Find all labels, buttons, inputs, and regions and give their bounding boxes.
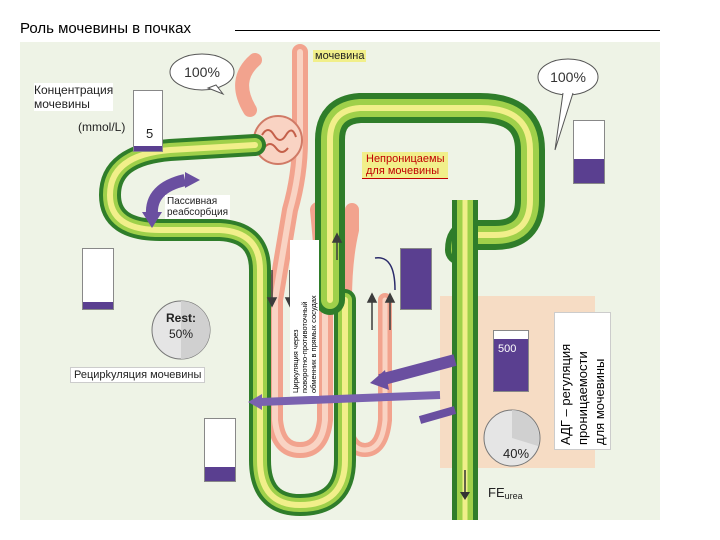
- title-underline: [235, 30, 660, 31]
- fe-urea-subscript: urea: [504, 491, 523, 501]
- loop-gauge: [204, 418, 236, 482]
- distal-gauge: [573, 120, 605, 184]
- glomerulus-callout: 100%: [169, 53, 235, 96]
- glomerulus: [253, 115, 303, 165]
- circulation-arc: [374, 257, 396, 291]
- plasma-gauge: [133, 90, 163, 152]
- proximal-gauge: [82, 248, 114, 310]
- impermeable-label: Непроницаемы для мочевины: [362, 152, 449, 179]
- fe-urea-label: FEurea: [488, 470, 523, 501]
- plasma-value: 5: [146, 126, 154, 141]
- page-title: Роль мочевины в почках: [20, 20, 191, 37]
- passive-reabsorption-arrow: [142, 172, 200, 228]
- plasma-gauge-fill: [134, 146, 162, 151]
- concentration-unit: (mmol/L): [78, 120, 126, 134]
- ascending-gauge: [400, 248, 432, 310]
- glomerulus-percent: 100%: [184, 64, 220, 80]
- distal-gauge-fill: [574, 159, 604, 183]
- rest-percent: 50%: [169, 327, 193, 341]
- recirculation-label: Рецирkуляция мочевины: [70, 367, 206, 383]
- fe-pie: 40%: [483, 409, 541, 467]
- recirculation-arrow: [248, 354, 457, 424]
- rest-pie: Rest: 50%: [151, 300, 211, 360]
- medulla-gauge: 500: [493, 330, 529, 392]
- concentration-label: Концентрация мочевины: [34, 83, 114, 111]
- adh-label: АДГ – регуляция проницаемости для мочеви…: [554, 312, 611, 450]
- proximal-tubule: [98, 134, 356, 517]
- medulla-value: 500: [498, 343, 517, 355]
- vasa-recta-label: Циркуляция через поворотно-противоточный…: [290, 240, 319, 396]
- proximal-gauge-fill: [83, 302, 113, 309]
- fe-urea-prefix: FE: [488, 485, 505, 500]
- medulla-gauge-fill: [494, 339, 528, 391]
- rest-label: Rest:: [166, 311, 196, 325]
- distal-percent: 100%: [550, 69, 586, 85]
- passive-reabsorption-label: Пассивная реабсорбция: [165, 195, 230, 219]
- fe-percent: 40%: [503, 446, 529, 461]
- outflow-arrowhead: [460, 492, 470, 500]
- loop-gauge-fill: [205, 467, 235, 481]
- distal-callout: 100%: [537, 58, 599, 151]
- urea-input-label: мочевина: [313, 50, 367, 62]
- ascending-gauge-fill: [401, 249, 431, 309]
